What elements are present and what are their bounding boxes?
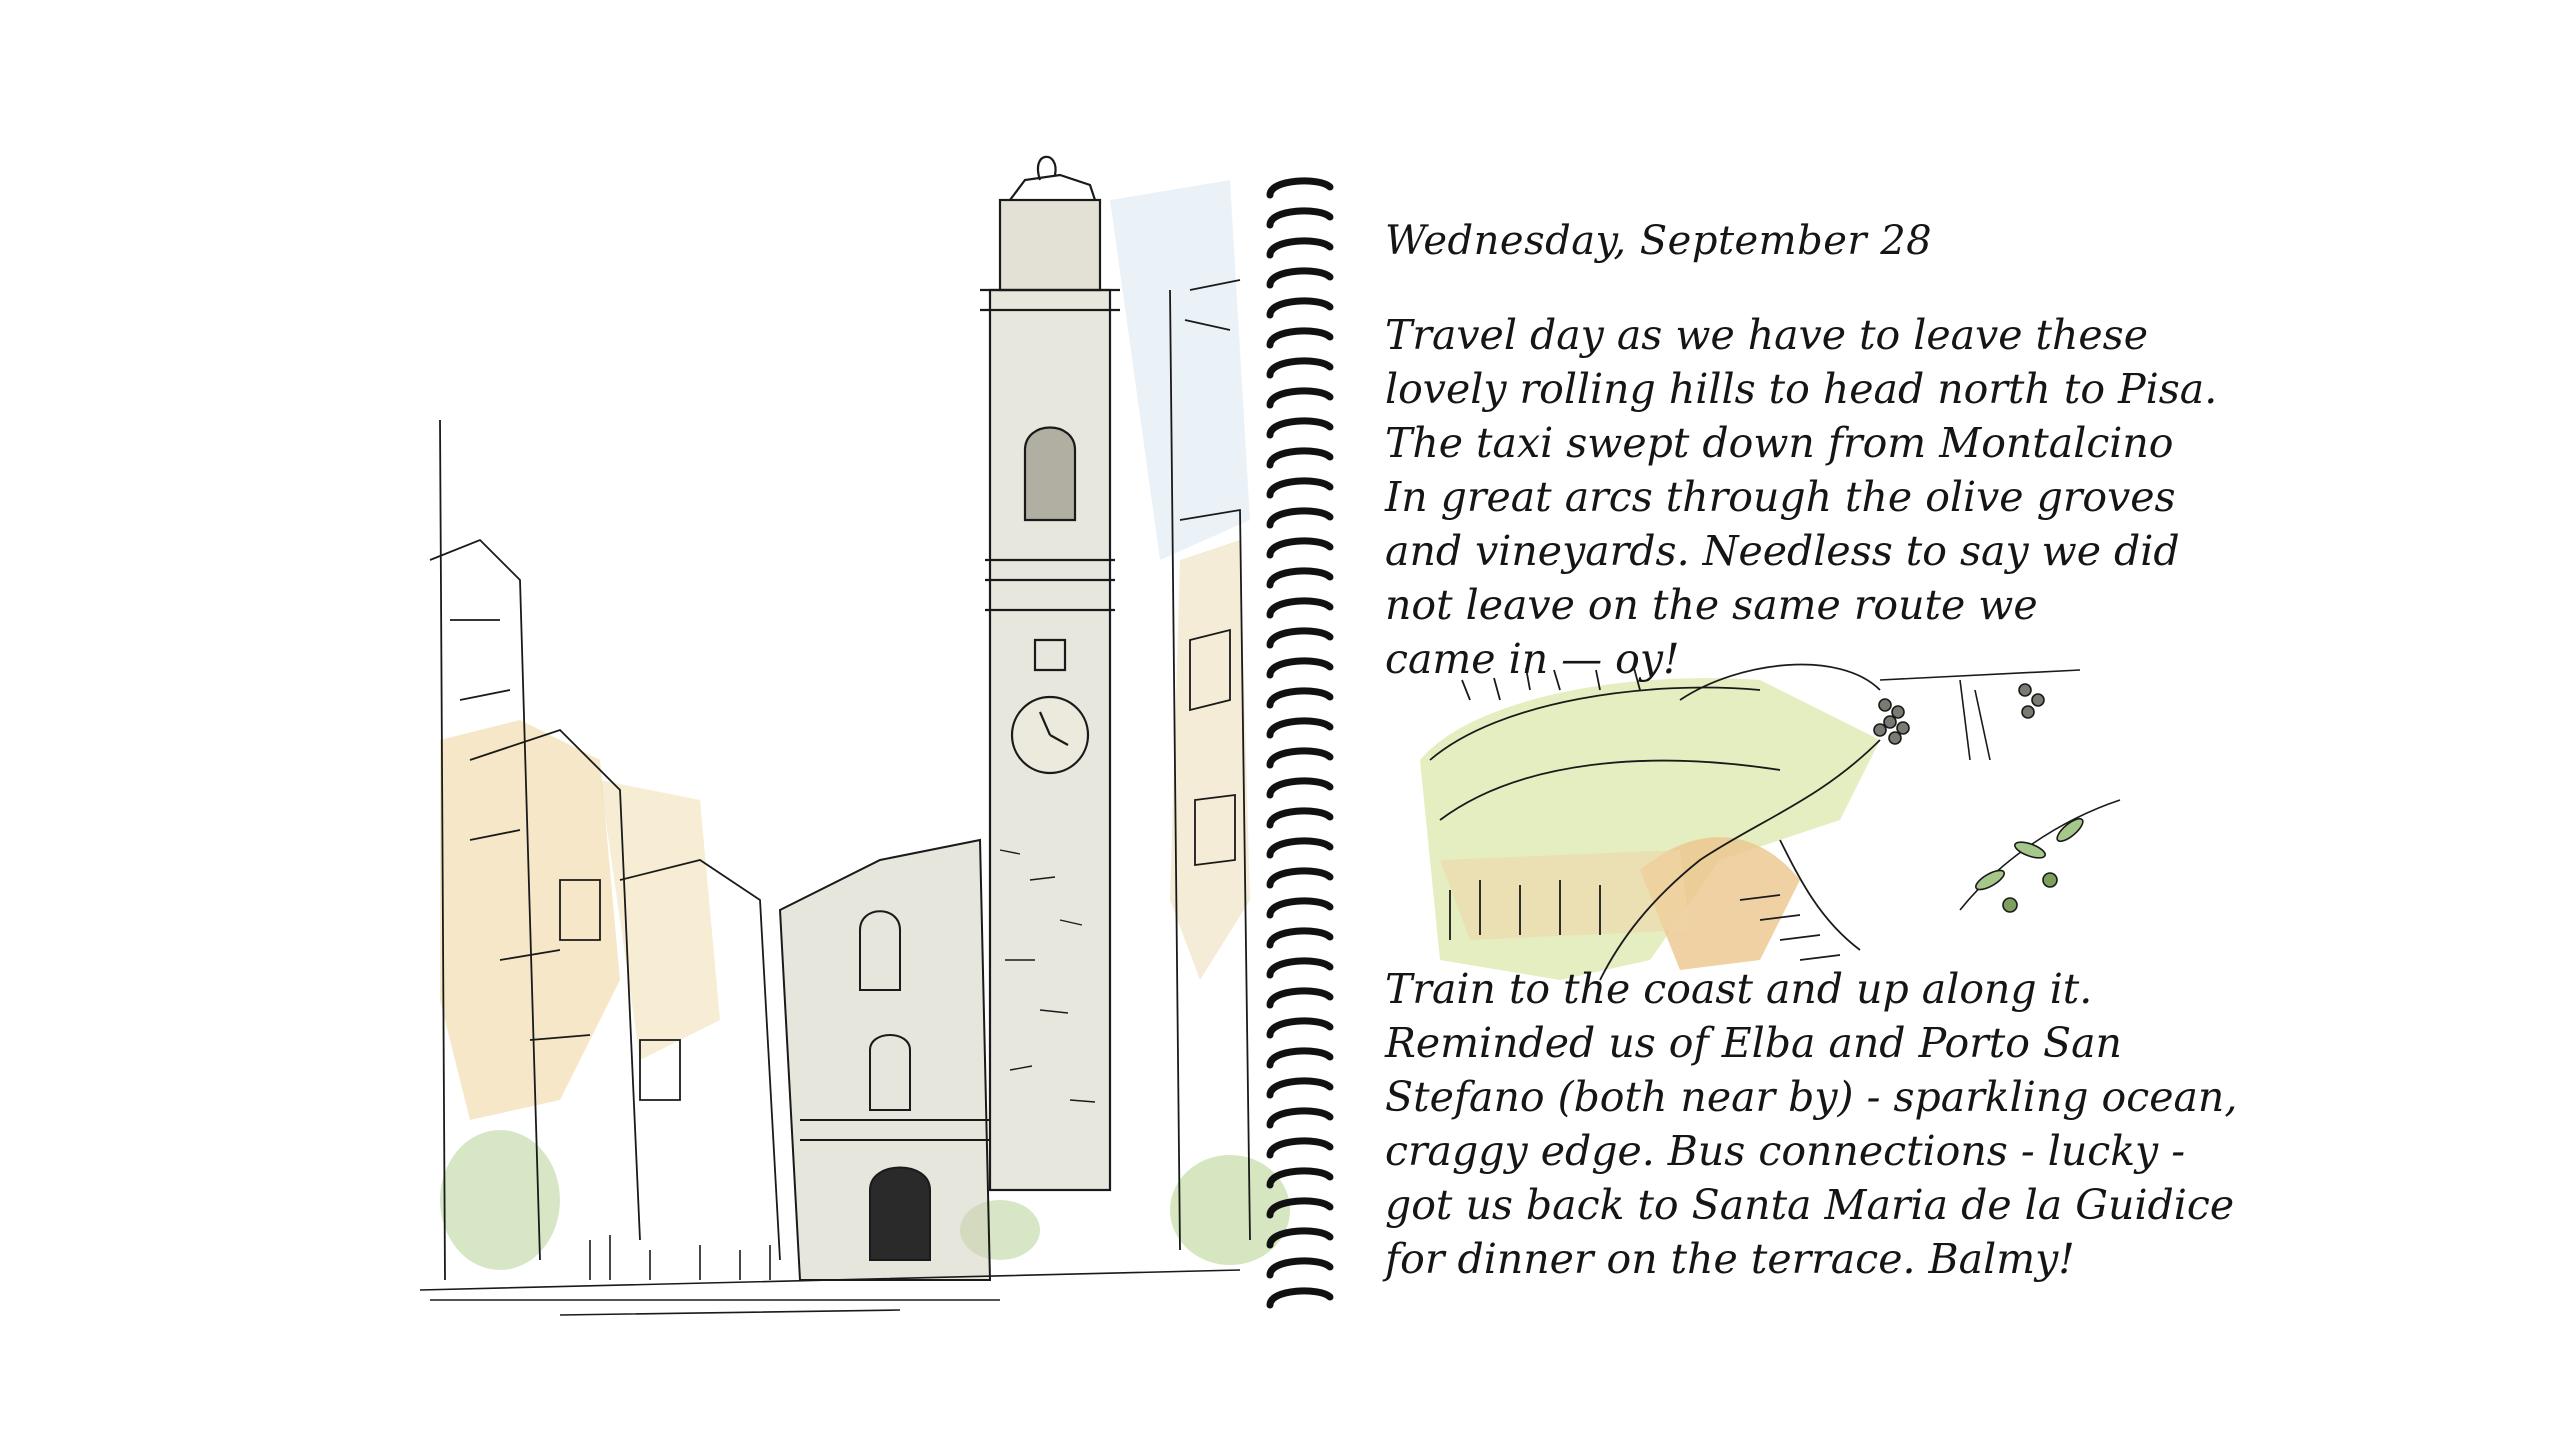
spiral-loop <box>1266 687 1334 709</box>
journal-line: came in — oy! <box>1385 635 1680 683</box>
spiral-loop <box>1266 897 1334 919</box>
vineyard-sketch <box>1420 663 2121 981</box>
journal-line: craggy edge. Bus connections - lucky - <box>1385 1127 2186 1175</box>
spiral-loop <box>1266 387 1334 409</box>
spiral-loop <box>1266 717 1334 739</box>
spiral-loop <box>1266 1167 1334 1189</box>
spiral-loop <box>1266 1227 1334 1249</box>
spiral-loop <box>1266 837 1334 859</box>
spiral-loop <box>1266 1257 1334 1279</box>
journal-date: Wednesday, September 28 <box>1385 218 1933 264</box>
journal-line: for dinner on the terrace. Balmy! <box>1385 1235 2075 1283</box>
journal-line: The taxi swept down from Montalcino <box>1385 419 2174 467</box>
spiral-loop <box>1266 1287 1334 1309</box>
spiral-loop <box>1266 207 1334 229</box>
journal-line: In great arcs through the olive groves <box>1385 473 2176 521</box>
spiral-loop <box>1266 627 1334 649</box>
grape-cluster-sketch <box>1873 669 2081 761</box>
spiral-loop <box>1266 657 1334 679</box>
journal-paragraph-1: Travel day as we have to leave these lov… <box>1385 308 2218 686</box>
journal-line: lovely rolling hills to head north to Pi… <box>1385 365 2218 413</box>
journal-line: Train to the coast and up along it. <box>1385 965 2093 1013</box>
spiral-loop <box>1266 957 1334 979</box>
spiral-loop <box>1266 477 1334 499</box>
spiral-loop <box>1266 417 1334 439</box>
spiral-loop <box>1266 867 1334 889</box>
spiral-loop <box>1266 1077 1334 1099</box>
spiral-loop <box>1266 297 1334 319</box>
church-facade-sketch <box>778 838 992 1281</box>
spiral-loop <box>1266 357 1334 379</box>
journal-line: Travel day as we have to leave these <box>1385 311 2148 359</box>
spiral-loop <box>1266 177 1334 199</box>
spiral-loop <box>1266 1197 1334 1219</box>
spiral-loop <box>1266 777 1334 799</box>
spiral-loop <box>1266 537 1334 559</box>
spiral-loop <box>1266 597 1334 619</box>
spiral-loop <box>1266 1047 1334 1069</box>
spiral-loop <box>1266 807 1334 829</box>
spiral-loop <box>1266 327 1334 349</box>
journal-line: and vineyards. Needless to say we did <box>1385 527 2180 575</box>
spiral-loop <box>1266 237 1334 259</box>
journal-line: not leave on the same route we <box>1385 581 2038 629</box>
journal-line: Reminded us of Elba and Porto San <box>1385 1019 2122 1067</box>
clock-tower-sketch <box>980 155 1120 1192</box>
spiral-loop <box>1266 507 1334 529</box>
olive-branch-sketch <box>1959 799 2121 913</box>
left-page-sketch <box>419 155 1290 1316</box>
spiral-binding <box>1266 177 1334 1309</box>
journal-paragraph-2: Train to the coast and up along it. Remi… <box>1385 962 2238 1286</box>
spiral-loop <box>1266 1107 1334 1129</box>
spiral-loop <box>1266 747 1334 769</box>
piazza-ground-sketch <box>419 1235 1241 1316</box>
street-buildings-sketch <box>429 279 1251 1281</box>
spiral-loop <box>1266 927 1334 949</box>
spiral-loop <box>1266 267 1334 289</box>
journal-line: got us back to Santa Maria de la Guidice <box>1385 1181 2235 1229</box>
spiral-loop <box>1266 987 1334 1009</box>
spiral-loop <box>1266 567 1334 589</box>
spiral-loop <box>1266 1137 1334 1159</box>
spiral-loop <box>1266 447 1334 469</box>
journal-line: Stefano (both near by) - sparkling ocean… <box>1385 1073 2238 1121</box>
spiral-loop <box>1266 1017 1334 1039</box>
